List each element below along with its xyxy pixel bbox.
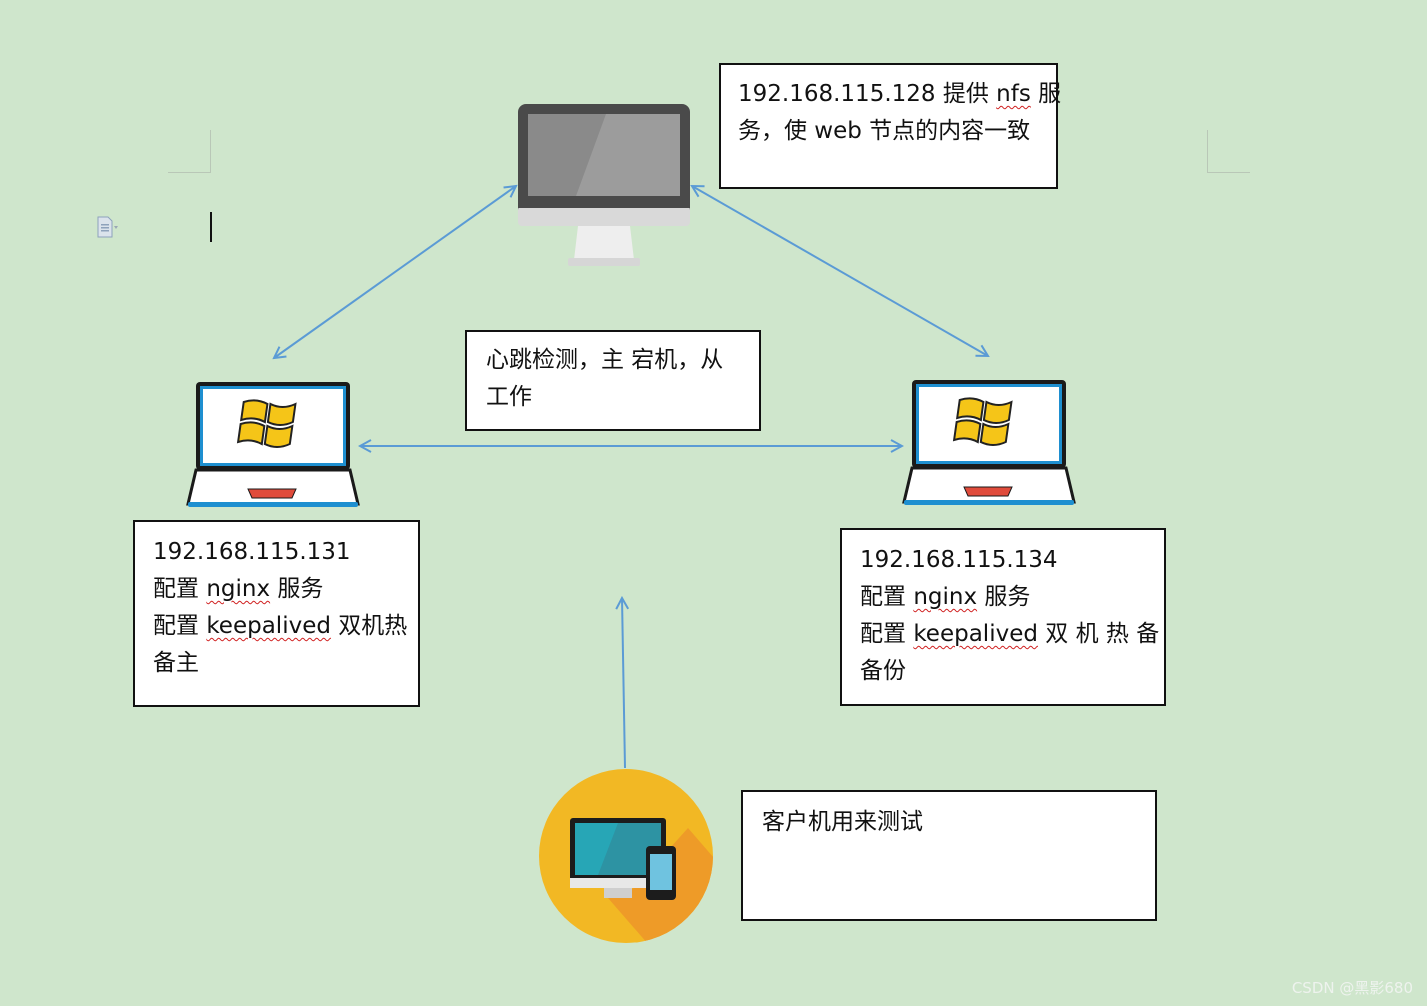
backup-keepalived-line: 配置 keepalived 双 机 热 备: [860, 621, 1160, 647]
arrow-server-backup: [692, 186, 988, 356]
laptop-windows-icon: [902, 380, 1076, 505]
client-label-box: 客户机用来测试: [741, 790, 1157, 921]
arrow-server-master: [274, 186, 516, 358]
text-cursor: [210, 212, 212, 242]
nfs-server-line-2: 务，使 web 节点的内容一致: [738, 118, 1031, 144]
watermark: CSDN @黑影680: [1291, 979, 1413, 997]
master-node-label-box: 192.168.115.131 配置 nginx 服务 配置 keepalive…: [133, 520, 420, 707]
master-ip: 192.168.115.131: [153, 539, 351, 565]
nfs-term: nfs: [996, 81, 1031, 107]
crop-mark-right: [1207, 130, 1250, 173]
arrow-client-up: [622, 598, 625, 769]
nfs-server-line-1: 192.168.115.128 提供 nfs 服: [738, 81, 1062, 107]
backup-ip: 192.168.115.134: [860, 547, 1058, 573]
backup-node-label-box: 192.168.115.134 配置 nginx 服务 配置 keepalive…: [840, 528, 1166, 706]
client-line-1: 客户机用来测试: [762, 809, 923, 835]
crop-mark-left: [168, 130, 211, 173]
heartbeat-line-1: 心跳检测，主 宕机，从: [486, 347, 724, 373]
document-icon[interactable]: [96, 216, 118, 238]
backup-nginx-line: 配置 nginx 服务: [860, 584, 1031, 610]
desktop-monitor-icon: [518, 104, 690, 266]
backup-role-line: 备份: [860, 658, 906, 684]
master-role-line: 备主: [153, 650, 199, 676]
nfs-server-label-box: 192.168.115.128 提供 nfs 服 务，使 web 节点的内容一致: [719, 63, 1062, 189]
laptop-windows-icon: [186, 382, 360, 507]
heartbeat-line-2: 工作: [486, 384, 532, 410]
client-devices-icon: [539, 769, 713, 943]
master-keepalived-line: 配置 keepalived 双机热: [153, 613, 408, 639]
heartbeat-label-box: 心跳检测，主 宕机，从 工作: [465, 330, 761, 431]
master-nginx-line: 配置 nginx 服务: [153, 576, 324, 602]
